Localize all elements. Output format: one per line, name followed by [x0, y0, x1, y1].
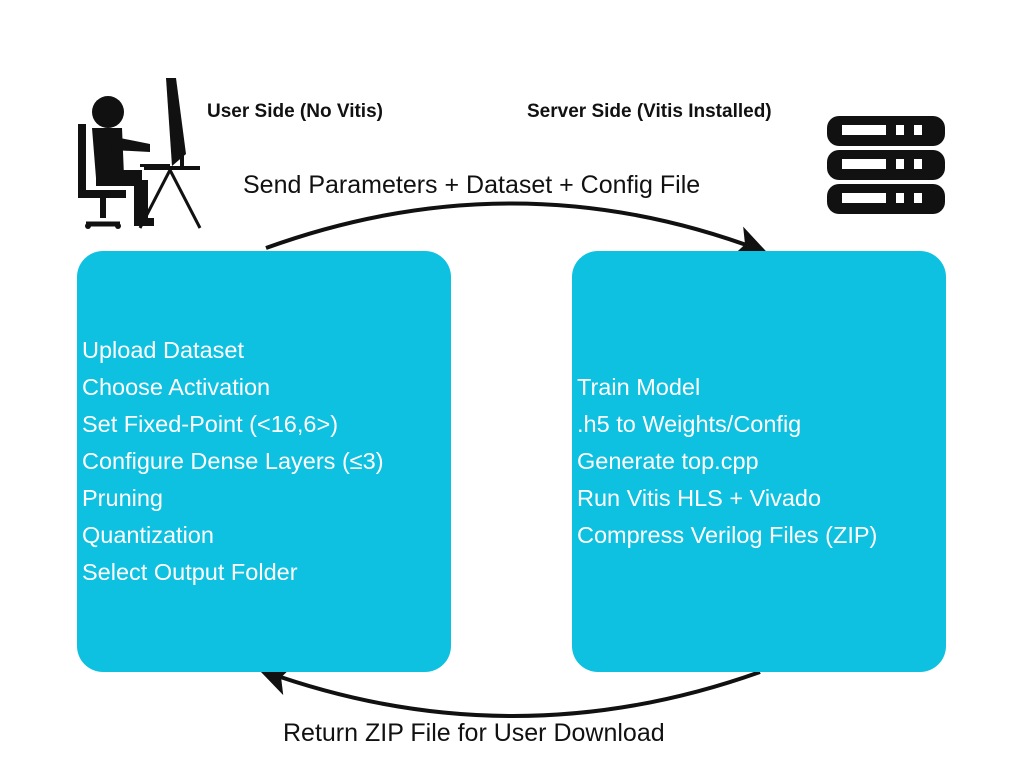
user-side-step: Choose Activation: [82, 374, 271, 400]
return-flow-label: Return ZIP File for User Download: [283, 719, 665, 747]
user-side-step: Set Fixed-Point (<16,6>): [82, 411, 339, 437]
user-side-step: Quantization: [82, 522, 214, 548]
user-side-step: Select Output Folder: [82, 559, 298, 585]
user-side-step: Pruning: [82, 485, 163, 511]
user-side-title: User Side (No Vitis): [207, 101, 383, 122]
server-side-step: Compress Verilog Files (ZIP): [577, 522, 878, 548]
send-arrow: [265, 201, 768, 257]
server-side-step: Generate top.cpp: [577, 448, 759, 474]
send-flow-label: Send Parameters + Dataset + Config File: [243, 171, 701, 199]
user-side-step: Upload Dataset: [82, 337, 244, 363]
server-rack-icon: [827, 116, 945, 214]
server-side-step: .h5 to Weights/Config: [577, 411, 802, 437]
server-side-title: Server Side (Vitis Installed): [527, 101, 772, 122]
server-side-step: Run Vitis HLS + Vivado: [577, 485, 822, 511]
person-at-computer-icon: [78, 78, 202, 229]
server-side-step: Train Model: [577, 374, 701, 400]
return-arrow: [258, 664, 761, 718]
user-side-step: Configure Dense Layers (≤3): [82, 448, 384, 474]
